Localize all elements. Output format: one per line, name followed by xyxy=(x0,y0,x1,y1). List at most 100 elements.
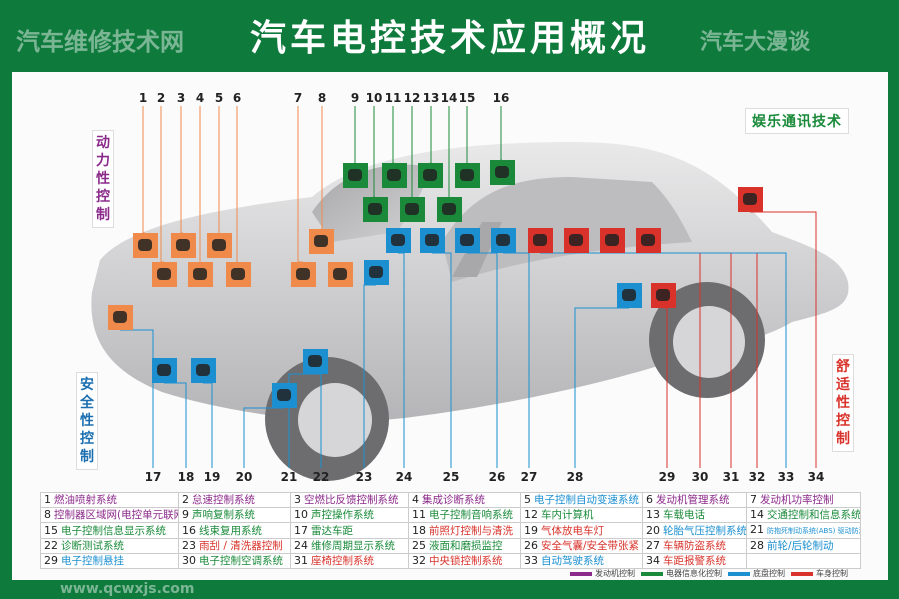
pictogram xyxy=(425,234,439,246)
watermark: 汽车维修技术网 xyxy=(16,28,184,56)
gas-lamp-icon xyxy=(191,358,216,383)
pictogram xyxy=(533,234,547,246)
page-title: 汽车电控技术应用概况 xyxy=(250,18,651,59)
callout-number: 13 xyxy=(422,91,440,105)
callout-number: 23 xyxy=(355,470,373,484)
callout-number: 30 xyxy=(691,470,709,484)
legend-number: 2 xyxy=(182,493,189,507)
legend-number: 20 xyxy=(646,523,660,537)
legend-label: 电子控制自动变速系统 xyxy=(534,494,639,506)
tire-pressure-icon xyxy=(303,349,328,374)
central-lock-icon xyxy=(528,228,553,253)
legend-number: 22 xyxy=(44,539,58,553)
electronic-suspension-icon xyxy=(491,228,516,253)
engine-power-icon xyxy=(226,262,251,287)
callout-number: 27 xyxy=(520,470,538,484)
category-key: 发动机控制电器信息化控制底盘控制车身控制 xyxy=(570,569,848,579)
leader-line xyxy=(164,382,187,468)
callout-number: 5 xyxy=(214,91,224,105)
legend-number: 7 xyxy=(750,493,757,507)
legend-label: 声控操作系统 xyxy=(311,509,374,521)
category-key-item: 电器信息化控制 xyxy=(641,569,722,579)
in-car-computer-icon xyxy=(400,197,425,222)
leader-line xyxy=(203,382,213,468)
pictogram xyxy=(308,355,322,367)
fuel-injection-icon xyxy=(133,233,158,258)
legend-number: 16 xyxy=(182,523,196,537)
callout-number: 19 xyxy=(203,470,221,484)
legend-label: 电子控制音响系统 xyxy=(429,509,513,521)
pictogram xyxy=(460,169,474,181)
legend-label: 集成诊断系统 xyxy=(422,494,485,506)
maintenance-display-icon xyxy=(328,262,353,287)
leader-line xyxy=(315,373,322,468)
legend-number: 8 xyxy=(44,508,51,522)
legend-number: 31 xyxy=(294,554,308,568)
callout-number: 8 xyxy=(317,91,327,105)
rear-wheel xyxy=(649,282,765,398)
headlight-icon xyxy=(420,228,445,253)
leader-line xyxy=(288,373,315,468)
legend-label: 防抱死制动系统(ABS) 驱动防滑系统(ASR) xyxy=(767,527,860,535)
legend-cell-empty xyxy=(746,553,861,569)
callout-number: 11 xyxy=(384,91,402,105)
legend-label: 诊断测试系统 xyxy=(61,540,124,552)
pictogram xyxy=(391,234,405,246)
leader-line xyxy=(503,252,530,468)
swatch xyxy=(728,571,750,576)
car-phone-icon xyxy=(418,163,443,188)
legend-number: 27 xyxy=(646,539,660,553)
callout-number: 34 xyxy=(807,470,825,484)
info-display-icon xyxy=(455,163,480,188)
legend-number: 12 xyxy=(524,508,538,522)
pictogram xyxy=(138,239,152,251)
callout-number: 6 xyxy=(232,91,242,105)
callout-number: 31 xyxy=(722,470,740,484)
pictogram xyxy=(196,364,210,376)
pictogram xyxy=(656,289,670,301)
legend-number: 28 xyxy=(750,539,764,553)
front-wheel xyxy=(265,357,389,481)
legend-label: 车载电话 xyxy=(663,509,705,521)
pictogram xyxy=(423,169,437,181)
auto-drive-icon xyxy=(617,283,642,308)
label-safety-control: 安全性控制 xyxy=(76,372,98,470)
legend-label: 雨刮 / 清洗器控制 xyxy=(199,540,283,552)
leader-line xyxy=(432,252,452,468)
legend-label: 前轮/后轮制动 xyxy=(767,540,834,552)
category-key-item: 发动机控制 xyxy=(570,569,635,579)
legend-label: 前照灯控制与清洗 xyxy=(429,524,513,537)
pictogram xyxy=(387,169,401,181)
callout-number: 9 xyxy=(350,91,360,105)
pictogram xyxy=(605,234,619,246)
callout-number: 21 xyxy=(280,470,298,484)
leader-line xyxy=(398,252,405,468)
legend-label: 维修周期显示系统 xyxy=(311,540,395,552)
legend-number: 21 xyxy=(750,523,764,537)
legend-label: 轮胎气压控制系统 xyxy=(663,524,747,537)
legend-label: 车距报警系统 xyxy=(663,555,726,567)
pictogram xyxy=(460,234,474,246)
airbag-icon xyxy=(564,228,589,253)
legend-label: 车辆防盗系统 xyxy=(663,540,726,552)
category-label: 底盘控制 xyxy=(753,569,785,578)
watermark-url: www.qcwxjs.com xyxy=(60,581,195,597)
legend-label: 电子控制悬挂 xyxy=(61,555,124,567)
leader-line xyxy=(180,106,183,234)
callout-number: 20 xyxy=(235,470,253,484)
